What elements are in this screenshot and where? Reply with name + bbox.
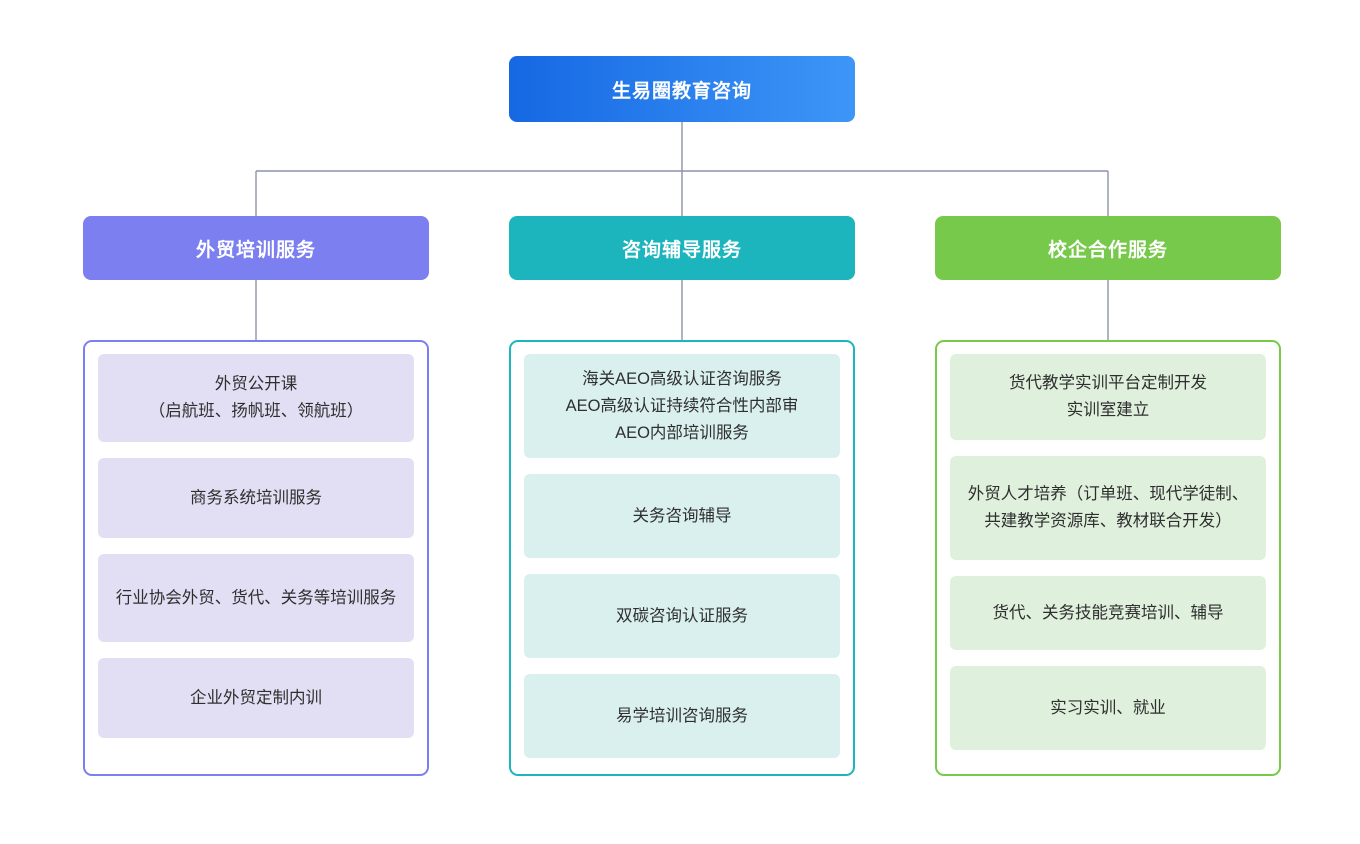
leaf-item[interactable]: 易学培训咨询服务 [524, 674, 840, 758]
leaf-item[interactable]: 企业外贸定制内训 [98, 658, 414, 738]
branch-header-school-enterprise-cooperation[interactable]: 校企合作服务 [935, 216, 1281, 280]
root-node-label: 生易圈教育咨询 [611, 80, 752, 102]
leaf-item[interactable]: 外贸人才培养（订单班、现代学徒制、共建教学资源库、教材联合开发） [950, 456, 1266, 560]
leaf-item[interactable]: 双碳咨询认证服务 [524, 574, 840, 658]
leaf-item[interactable]: 货代、关务技能竞赛培训、辅导 [950, 576, 1266, 650]
leaf-item[interactable]: 外贸公开课 （启航班、扬帆班、领航班） [98, 354, 414, 442]
leaf-item[interactable]: 货代教学实训平台定制开发 实训室建立 [950, 354, 1266, 440]
branch-body-school-enterprise-cooperation: 货代教学实训平台定制开发 实训室建立 外贸人才培养（订单班、现代学徒制、共建教学… [935, 340, 1281, 776]
branch-body-consulting-tutoring: 海关AEO高级认证咨询服务 AEO高级认证持续符合性内部审 AEO内部培训服务 … [509, 340, 855, 776]
branch-header-foreign-trade-training[interactable]: 外贸培训服务 [83, 216, 429, 280]
branch-header-consulting-tutoring[interactable]: 咨询辅导服务 [509, 216, 855, 280]
leaf-item[interactable]: 商务系统培训服务 [98, 458, 414, 538]
branch-header-label: 外贸培训服务 [195, 239, 316, 261]
leaf-item[interactable]: 海关AEO高级认证咨询服务 AEO高级认证持续符合性内部审 AEO内部培训服务 [524, 354, 840, 458]
leaf-item[interactable]: 实习实训、就业 [950, 666, 1266, 750]
branch-header-label: 咨询辅导服务 [621, 239, 742, 261]
root-node[interactable]: 生易圈教育咨询 [509, 56, 855, 122]
leaf-item[interactable]: 行业协会外贸、货代、关务等培训服务 [98, 554, 414, 642]
branch-header-label: 校企合作服务 [1047, 239, 1168, 261]
branch-body-foreign-trade-training: 外贸公开课 （启航班、扬帆班、领航班） 商务系统培训服务 行业协会外贸、货代、关… [83, 340, 429, 776]
leaf-item[interactable]: 关务咨询辅导 [524, 474, 840, 558]
